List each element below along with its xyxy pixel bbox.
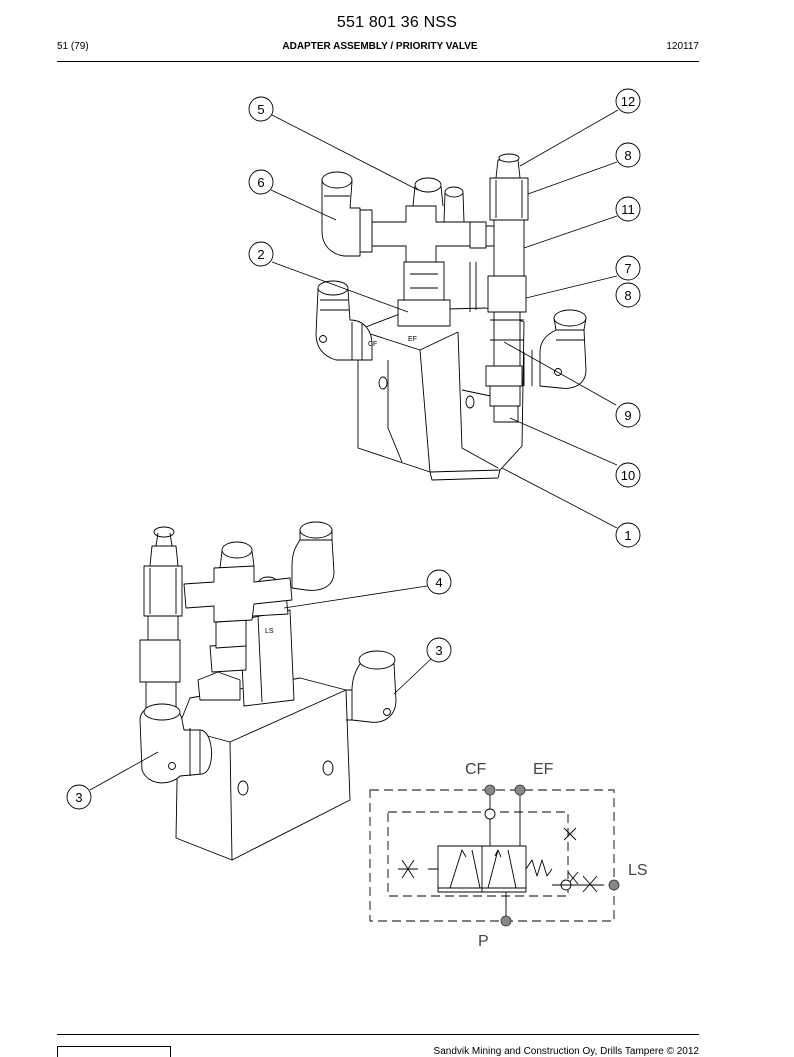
svg-text:6: 6 (257, 175, 264, 190)
schematic-ports (484, 784, 620, 927)
schematic-port-ef: EF (533, 761, 554, 778)
svg-text:4: 4 (435, 575, 442, 590)
svg-text:2: 2 (257, 247, 264, 262)
page-number: 51 (79) (57, 41, 89, 52)
page-title: ADAPTER ASSEMBLY / PRIORITY VALVE (282, 41, 478, 52)
svg-text:9: 9 (624, 408, 631, 423)
callout-11: 11 (615, 196, 641, 222)
port-dot-ls (608, 879, 620, 891)
footer-divider (57, 1034, 699, 1035)
callout-2: 2 (248, 241, 274, 267)
callout-5: 5 (248, 96, 274, 122)
svg-text:8: 8 (624, 148, 631, 163)
callout-10: 10 (615, 462, 641, 488)
callout-3: 3 (426, 637, 452, 663)
upper-assembly-illustration (315, 153, 587, 481)
callout-8-second: 8 (615, 282, 641, 308)
schematic-port-ls: LS (628, 862, 648, 879)
callout-12: 12 (615, 88, 641, 114)
schematic-port-p: P (478, 933, 489, 950)
port-dot-p (500, 915, 512, 927)
svg-text:12: 12 (621, 94, 635, 109)
callout-7: 7 (615, 255, 641, 281)
port-dot-ef (514, 784, 526, 796)
lower-assembly-illustration (139, 521, 397, 861)
callout-6: 6 (248, 169, 274, 195)
header-divider (57, 61, 699, 62)
svg-text:8: 8 (624, 288, 631, 303)
footer-copyright: Sandvik Mining and Construction Oy, Dril… (433, 1046, 699, 1057)
svg-text:1: 1 (624, 528, 631, 543)
svg-text:5: 5 (257, 102, 264, 117)
leader-lines (89, 109, 619, 791)
port-dot-cf (484, 784, 496, 796)
callout-4: 4 (426, 569, 452, 595)
callout-1: 1 (615, 522, 641, 548)
document-number: 551 801 36 NSS (336, 14, 458, 31)
svg-text:3: 3 (75, 790, 82, 805)
port-label-ef: EF (408, 336, 417, 343)
hydraulic-schematic (369, 789, 615, 922)
svg-text:7: 7 (624, 261, 631, 276)
svg-text:11: 11 (621, 202, 635, 217)
callout-8: 8 (615, 142, 641, 168)
port-label-cf: CF (368, 341, 377, 348)
port-label-ls: LS (265, 628, 274, 635)
schematic-port-cf: CF (465, 761, 487, 778)
callout-9: 9 (615, 402, 641, 428)
svg-text:3: 3 (435, 643, 442, 658)
date-code: 120117 (666, 41, 699, 52)
callout-3-second: 3 (66, 784, 92, 810)
svg-text:10: 10 (621, 468, 635, 483)
brand-logo (57, 1046, 171, 1057)
